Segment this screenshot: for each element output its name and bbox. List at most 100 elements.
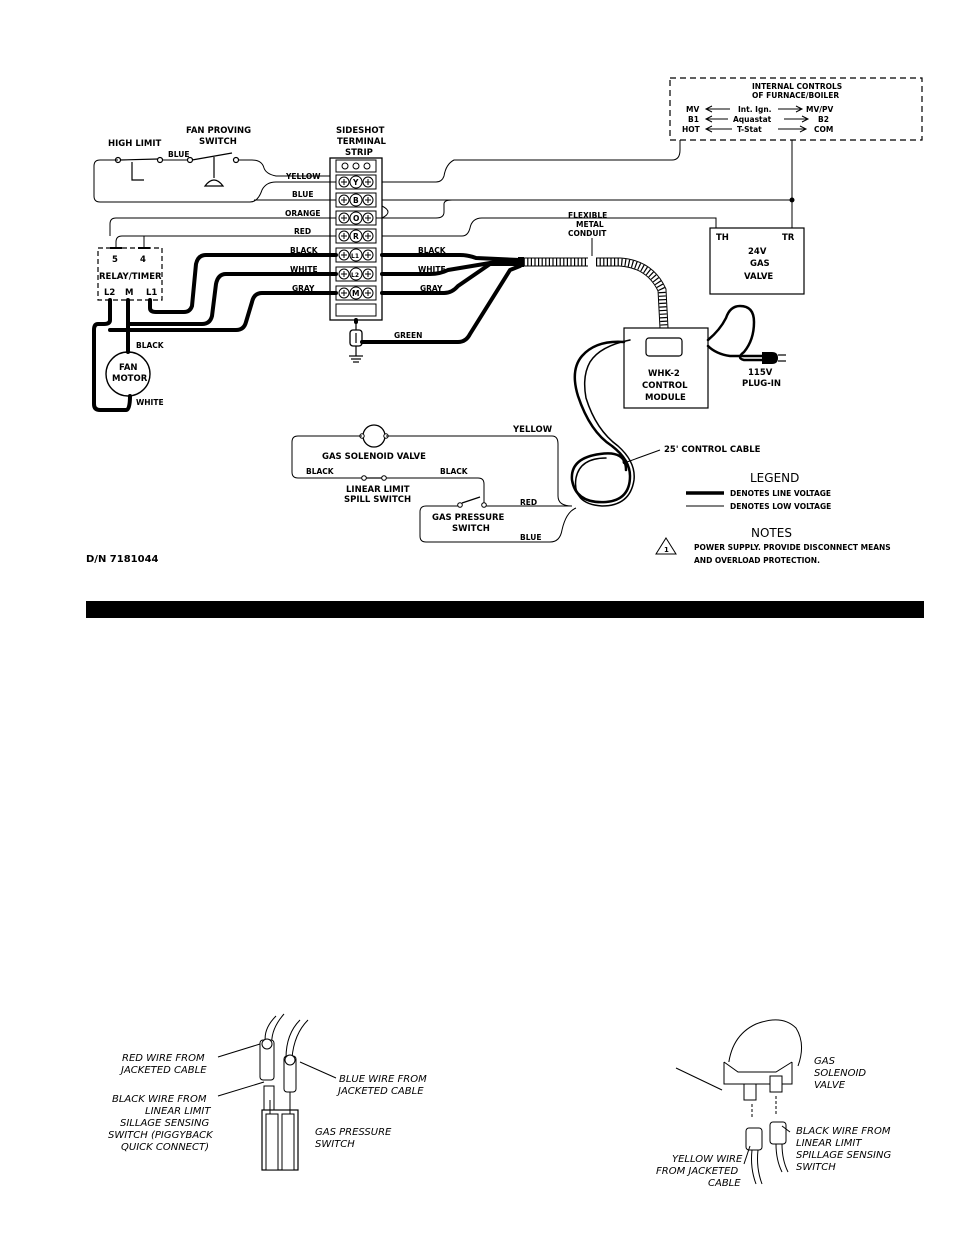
legend-low-voltage: DENOTES LOW VOLTAGE (730, 502, 831, 511)
detail-right-yellow3: CABLE (708, 1178, 741, 1189)
ic-row1-mid: Int. Ign. (738, 105, 772, 114)
ic-row2-left: B1 (688, 115, 699, 124)
blue-top-label: BLUE (168, 150, 189, 159)
terminal-row-y: Y (335, 174, 377, 190)
terminal-row-m: M (335, 285, 377, 301)
ic-row1-right: MV/PV (806, 105, 834, 114)
fan-proving-label2: SWITCH (199, 137, 237, 147)
terminal-row-b: B (335, 192, 377, 208)
ic-arrows (704, 105, 810, 133)
sideshot-terminal-strip: Y B O R L1 (329, 157, 389, 321)
internal-controls-box: INTERNAL CONTROLS OF FURNACE/BOILER MV I… (669, 77, 923, 141)
detail-left-black4: SWITCH (PIGGYBACK (108, 1130, 214, 1141)
gas-pressure-switch (457, 496, 487, 508)
terminal-label3: STRIP (345, 148, 373, 158)
ic-row2-right: B2 (818, 115, 829, 124)
motor-black-label: BLACK (136, 341, 165, 350)
relay-label: RELAY/TIMER (99, 272, 162, 282)
detail-right-black1: BLACK WIRE FROM (796, 1126, 891, 1137)
fan-motor-label2: MOTOR (112, 374, 148, 384)
relay-l1: L1 (146, 288, 157, 298)
linear-limit-spill-switch (361, 475, 387, 481)
terminal-r-letter: R (353, 232, 359, 241)
detail-right-gsv3: VALVE (814, 1080, 846, 1091)
detail-left-black5: QUICK CONNECT) (121, 1142, 209, 1153)
part-number: D/N 7181044 (86, 554, 159, 565)
gas-pressure-switch-detail-drawing (259, 1013, 309, 1171)
detail-left-gps2: SWITCH (315, 1139, 355, 1150)
warning-triangle-icon: 1 (655, 537, 677, 555)
control-cable-pointer (626, 449, 661, 463)
detail-left-red2: JACKETED CABLE (119, 1065, 207, 1076)
valve-th: TH (716, 233, 729, 243)
terminal-m-letter: M (352, 289, 359, 298)
terminal-o-letter: O (353, 214, 359, 223)
ic-row3-right: COM (814, 125, 833, 134)
detail-right-gsv2: SOLENOID (814, 1068, 866, 1079)
terminal-row-l2: L2 (335, 266, 377, 282)
fan-motor: FAN MOTOR (105, 351, 151, 397)
legend-title: LEGEND (750, 471, 799, 485)
control-cable-coil (570, 339, 635, 507)
wire-label-orange: ORANGE (285, 209, 321, 218)
detail-left-gps1: GAS PRESSURE (315, 1127, 392, 1138)
black-label-1: BLACK (306, 467, 335, 476)
whk2-control-module: WHK-2 CONTROL MODULE (623, 327, 709, 409)
red-bottom-label: RED (520, 498, 537, 507)
note-line1: POWER SUPPLY. PROVIDE DISCONNECT MEANS (694, 543, 891, 552)
ic-row3-mid: T-Stat (737, 125, 762, 134)
high-limit-label: HIGH LIMIT (108, 139, 162, 149)
control-circuit-wires (291, 435, 577, 543)
fan-motor-label1: FAN (119, 363, 138, 373)
high-limit-switch-icon (114, 156, 164, 181)
wire-label-right-black: BLACK (418, 246, 447, 255)
detail-left-black3: SILLAGE SENSING (120, 1118, 209, 1129)
relay-pin4: 4 (140, 255, 146, 265)
terminal-row-o: O (335, 210, 377, 226)
section-divider (86, 601, 924, 618)
detail-right-black2: LINEAR LIMIT (796, 1138, 862, 1149)
gas-solenoid-valve (359, 424, 389, 448)
ic-row2-mid: Aquastat (733, 115, 772, 124)
ic-row3-left: HOT (682, 125, 701, 134)
detail-left-blue2: JACKETED CABLE (336, 1086, 424, 1097)
power-cord (706, 304, 764, 362)
terminal-label2: TERMINAL (337, 137, 386, 147)
linear-limit-label2: SPILL SWITCH (344, 495, 411, 505)
ic-row1-left: MV (686, 105, 699, 114)
detail-left-red1: RED WIRE FROM (122, 1053, 205, 1064)
terminal-row-l1: L1 (335, 247, 377, 263)
fan-proving-label1: FAN PROVING (186, 126, 251, 136)
line-voltage-wires (92, 253, 522, 412)
module-l1: WHK-2 (648, 369, 680, 379)
motor-white-label: WHITE (136, 398, 164, 407)
linear-limit-label1: LINEAR LIMIT (346, 485, 410, 495)
control-cable-label: 25' CONTROL CABLE (664, 445, 761, 455)
detail-right-yellow2: FROM JACKETED (656, 1166, 738, 1177)
conduit-label2: METAL (576, 220, 604, 229)
wire-label-right-white: WHITE (418, 265, 446, 274)
legend-line-voltage: DENOTES LINE VOLTAGE (730, 489, 831, 498)
relay-pin5: 5 (112, 255, 118, 265)
valve-l2: GAS (750, 259, 770, 269)
relay-m: M (125, 288, 133, 298)
wire-label-right-gray: GRAY (420, 284, 443, 293)
terminal-l1-letter: L1 (351, 253, 359, 260)
gps-label1: GAS PRESSURE (432, 513, 505, 523)
terminal-label1: SIDESHOT (336, 126, 385, 136)
detail-left-black2: LINEAR LIMIT (145, 1106, 211, 1117)
detail-left-leaders (217, 1043, 337, 1097)
terminal-l2-letter: L2 (351, 272, 359, 279)
relay-timer: 5 4 RELAY/TIMER L2 M L1 (97, 247, 163, 301)
wire-label-white: WHITE (290, 265, 318, 274)
note-symbol: 1 (664, 546, 669, 554)
wire-label-green: GREEN (394, 331, 422, 340)
wire-label-red: RED (294, 227, 311, 236)
internal-controls-title1: INTERNAL CONTROLS (752, 82, 842, 91)
wire-label-black: BLACK (290, 246, 319, 255)
terminal-row-r: R (335, 228, 377, 244)
detail-right-gsv1: GAS (814, 1056, 836, 1067)
valve-l3: VALVE (744, 272, 773, 282)
flexible-conduit (518, 257, 669, 329)
detail-left-black1: BLACK WIRE FROM (112, 1094, 207, 1105)
